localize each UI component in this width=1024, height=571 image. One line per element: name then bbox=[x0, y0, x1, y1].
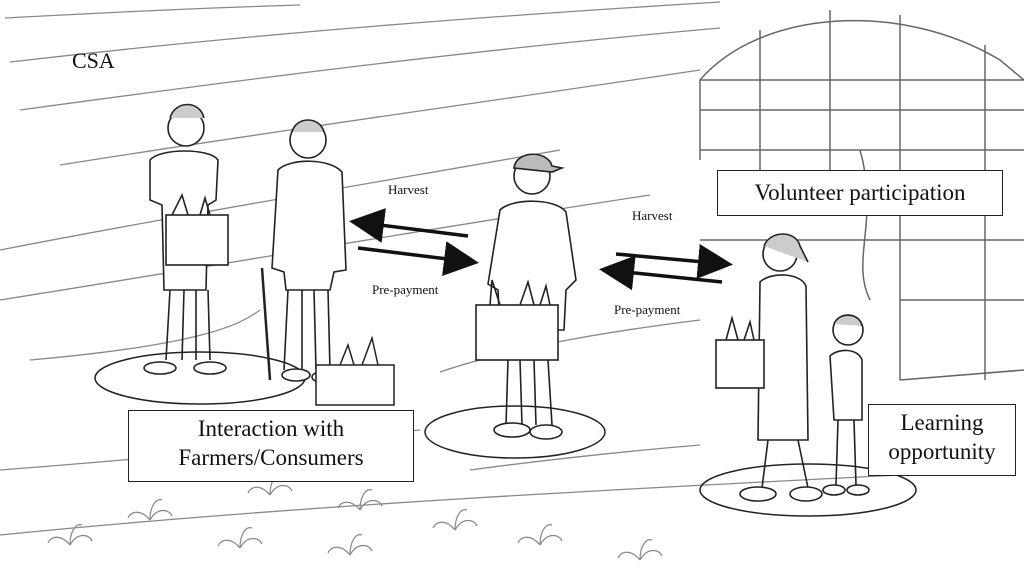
learning-line2: opportunity bbox=[888, 438, 996, 464]
arrow-prepayment-to-farmer bbox=[357, 241, 479, 276]
learning-opportunity-box: Learning opportunity bbox=[868, 404, 1016, 476]
volunteer-woman-figure bbox=[715, 233, 823, 502]
volunteer-participation-text: Volunteer participation bbox=[754, 180, 966, 205]
prepayment-label-right: Pre-payment bbox=[614, 302, 681, 317]
interaction-line1: Interaction with bbox=[197, 416, 345, 441]
prepayment-label-left: Pre-payment bbox=[372, 282, 439, 297]
arrow-harvest-to-volunteers bbox=[615, 244, 733, 279]
exchange-arrows bbox=[349, 208, 733, 291]
harvest-label-right: Harvest bbox=[632, 208, 673, 223]
farmer-figure bbox=[475, 153, 577, 440]
crop-plants bbox=[47, 474, 663, 561]
arrow-prepayment-from-volunteers bbox=[599, 255, 723, 291]
right-group-ground bbox=[699, 463, 917, 517]
volunteer-participation-box: Volunteer participation bbox=[717, 170, 1003, 216]
consumer-man-figure bbox=[143, 103, 229, 375]
ground-veg-box bbox=[315, 335, 395, 406]
harvest-label-left: Harvest bbox=[388, 182, 429, 197]
learning-line1: Learning bbox=[900, 410, 984, 435]
interaction-box: Interaction with Farmers/Consumers bbox=[128, 410, 414, 482]
farmer-ground bbox=[424, 405, 606, 459]
consumer-elder-figure bbox=[260, 119, 347, 384]
left-group-ground bbox=[94, 351, 306, 405]
child-figure bbox=[822, 314, 870, 496]
arrow-harvest-to-consumers bbox=[349, 208, 469, 243]
csa-title: CSA bbox=[72, 48, 115, 73]
greenhouse bbox=[699, 10, 1024, 381]
interaction-line2: Farmers/Consumers bbox=[178, 444, 364, 470]
